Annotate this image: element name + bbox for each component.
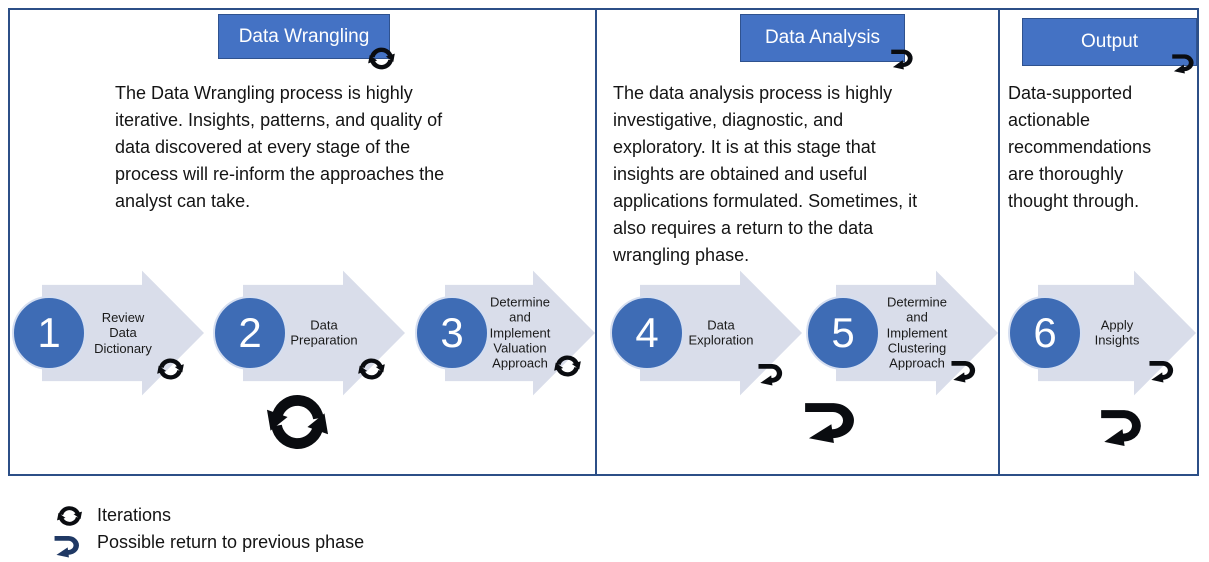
step-label: Data Preparation — [290, 317, 358, 348]
step-number-circle: 2 — [213, 296, 287, 370]
step-number: 1 — [37, 309, 61, 356]
iterations-icon — [55, 503, 84, 529]
step-6-apply-insights: 6 Apply Insights — [1008, 268, 1196, 398]
step-label: Data Exploration — [688, 317, 754, 348]
step-number-circle: 6 — [1008, 296, 1082, 370]
iterations-icon — [552, 352, 583, 380]
phase-title-label: Data Wrangling — [238, 25, 370, 47]
step-number-circle: 4 — [610, 296, 684, 370]
legend-label-iterations: Iterations — [97, 505, 172, 525]
return-icon — [949, 355, 980, 383]
phase-description-data-wrangling: The Data Wrangling process is highly ite… — [115, 83, 445, 211]
return-icon — [52, 530, 84, 558]
return-icon — [1147, 355, 1178, 383]
phase-description-output: Data-supported actionable recommendation… — [1008, 83, 1152, 211]
step-5-determine-implement-clustering-approach: 5 Determine and Implement Clustering App… — [806, 268, 998, 398]
section-divider-1 — [595, 8, 597, 476]
return-icon — [889, 44, 917, 70]
step-label: Determine and Implement Valuation Approa… — [489, 294, 551, 371]
iterations-icon — [155, 355, 186, 383]
phase-title-data-analysis: Data Analysis — [740, 14, 905, 62]
iterations-icon — [366, 44, 397, 73]
iterations-icon — [356, 355, 387, 383]
step-label: Apply Insights — [1094, 317, 1140, 348]
phase-title-label: Data Analysis — [764, 27, 881, 48]
step-number: 4 — [635, 309, 659, 356]
step-number: 3 — [440, 309, 464, 356]
step-number-circle: 5 — [806, 296, 880, 370]
phase-title-data-wrangling: Data Wrangling — [218, 14, 390, 59]
step-label: Review Data Dictionary — [94, 310, 152, 356]
step-label: Determine and Implement Clustering Appro… — [886, 294, 948, 371]
diagram-frame — [8, 8, 1199, 476]
section-divider-2 — [998, 8, 1000, 476]
step-number-circle: 1 — [12, 296, 86, 370]
phase-title-label: Output — [1080, 31, 1139, 52]
iterations-icon-large — [262, 386, 333, 458]
step-number: 2 — [238, 309, 262, 356]
step-1-review-data-dictionary: 1 Review Data Dictionary — [12, 268, 204, 398]
step-3-determine-implement-valuation-approach: 3 Determine and Implement Valuation Appr… — [415, 268, 595, 398]
return-icon — [756, 358, 787, 386]
step-number-circle: 3 — [415, 296, 489, 370]
step-number: 5 — [831, 309, 855, 356]
step-2-data-preparation: 2 Data Preparation — [213, 268, 405, 398]
step-number: 6 — [1033, 309, 1057, 356]
phase-title-output: Output — [1022, 18, 1197, 66]
return-icon-large — [800, 392, 864, 444]
legend-label-possible-return: Possible return to previous phase — [97, 532, 365, 552]
return-icon-large — [1097, 400, 1149, 447]
phase-description-data-analysis: The data analysis process is highly inve… — [613, 83, 918, 265]
step-4-data-exploration: 4 Data Exploration — [610, 268, 802, 398]
return-icon — [1170, 49, 1198, 74]
